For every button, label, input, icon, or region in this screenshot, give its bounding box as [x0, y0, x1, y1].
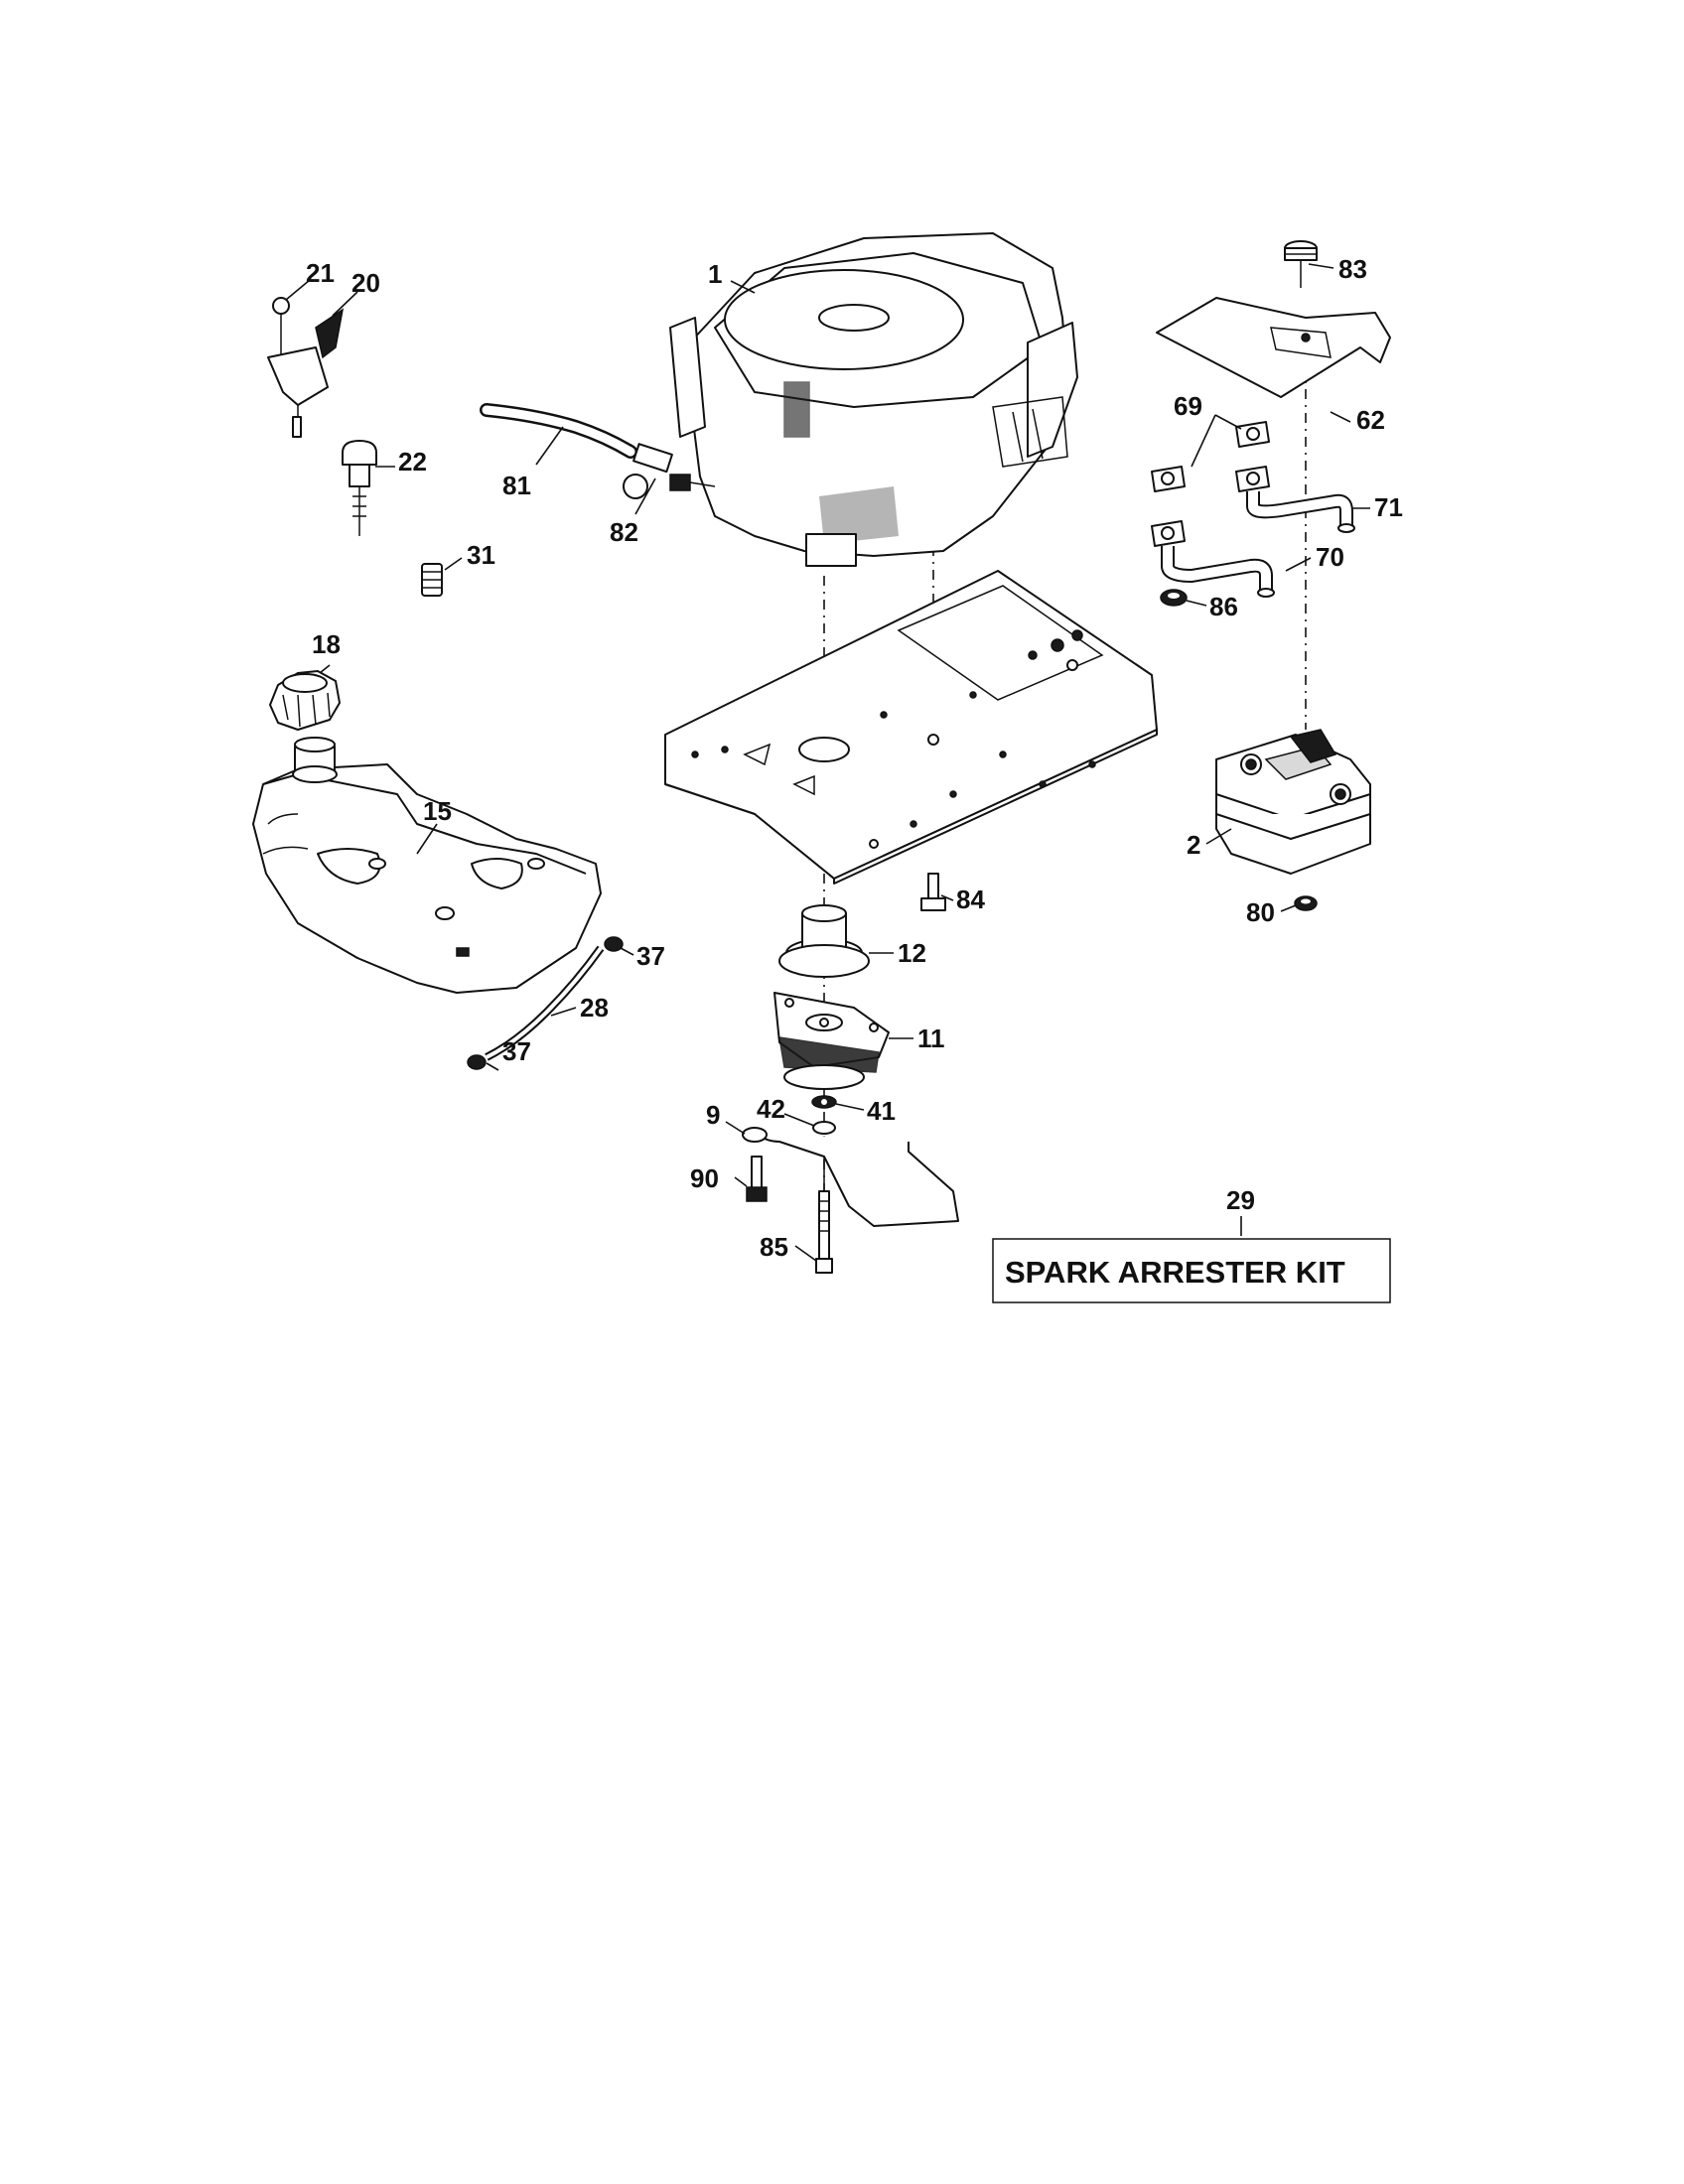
- screw-83-icon: [1284, 240, 1318, 288]
- bracket-icon: [742, 1127, 959, 1274]
- label-part-37-bottom: 37: [502, 1036, 531, 1066]
- label-part-2: 2: [1187, 830, 1200, 860]
- label-part-82: 82: [610, 517, 638, 547]
- label-part-28: 28: [580, 993, 609, 1023]
- fuel-tank-icon: [252, 737, 602, 994]
- label-part-62: 62: [1356, 405, 1385, 435]
- label-part-12: 12: [898, 938, 926, 968]
- fuel-hose-icon: [467, 936, 624, 1070]
- label-part-84: 84: [956, 885, 985, 914]
- label-part-20: 20: [351, 268, 380, 298]
- label-part-90: 90: [690, 1163, 719, 1193]
- fuel-cap-icon: [269, 670, 341, 731]
- part-labels: 1 21 20 22 31 81 82 83 62 69 70 71 86 18…: [306, 254, 1403, 1262]
- label-part-9: 9: [706, 1100, 720, 1130]
- label-part-81: 81: [502, 471, 531, 500]
- label-part-22: 22: [398, 447, 427, 477]
- label-part-85: 85: [760, 1232, 788, 1262]
- label-part-69: 69: [1174, 391, 1202, 421]
- label-part-11: 11: [917, 1024, 945, 1053]
- spring-icon: [421, 563, 443, 597]
- pulley-icon: [778, 904, 870, 978]
- label-part-31: 31: [467, 540, 495, 570]
- pto-clutch-icon: [773, 992, 890, 1090]
- label-part-18: 18: [312, 629, 341, 659]
- label-part-70: 70: [1316, 542, 1344, 572]
- fuel-fitting-icon: [623, 443, 716, 499]
- fuel-line-icon: [480, 403, 637, 459]
- leader-lines: [285, 263, 1370, 1262]
- label-part-71: 71: [1374, 492, 1403, 522]
- bolt-90-icon: [746, 1156, 768, 1202]
- muffler-icon: [1215, 729, 1371, 875]
- engine-icon: [669, 232, 1078, 567]
- label-part-15: 15: [423, 796, 452, 826]
- label-part-37-top: 37: [636, 941, 665, 971]
- spark-arrester-kit-label: SPARK ARRESTER KIT: [1005, 1255, 1345, 1290]
- label-part-29: 29: [1226, 1185, 1255, 1215]
- bolt-84-icon: [920, 873, 946, 911]
- nut-86-icon: [1160, 589, 1188, 607]
- label-part-42: 42: [757, 1094, 785, 1124]
- label-part-1: 1: [708, 259, 722, 289]
- label-part-21: 21: [306, 258, 335, 288]
- label-part-86: 86: [1209, 592, 1238, 621]
- throttle-control-icon: [267, 297, 345, 438]
- chassis-frame-icon: [664, 570, 1158, 885]
- heat-shield-icon: [1156, 297, 1391, 398]
- choke-knob-icon: [342, 440, 377, 536]
- label-part-83: 83: [1338, 254, 1367, 284]
- washers-icon: [811, 1095, 837, 1135]
- label-part-41: 41: [867, 1096, 896, 1126]
- spark-arrester-kit-box: SPARK ARRESTER KIT: [992, 1238, 1391, 1303]
- exhaust-pipes-icon: [1151, 421, 1355, 598]
- nut-80-icon: [1294, 895, 1318, 911]
- label-part-80: 80: [1246, 897, 1275, 927]
